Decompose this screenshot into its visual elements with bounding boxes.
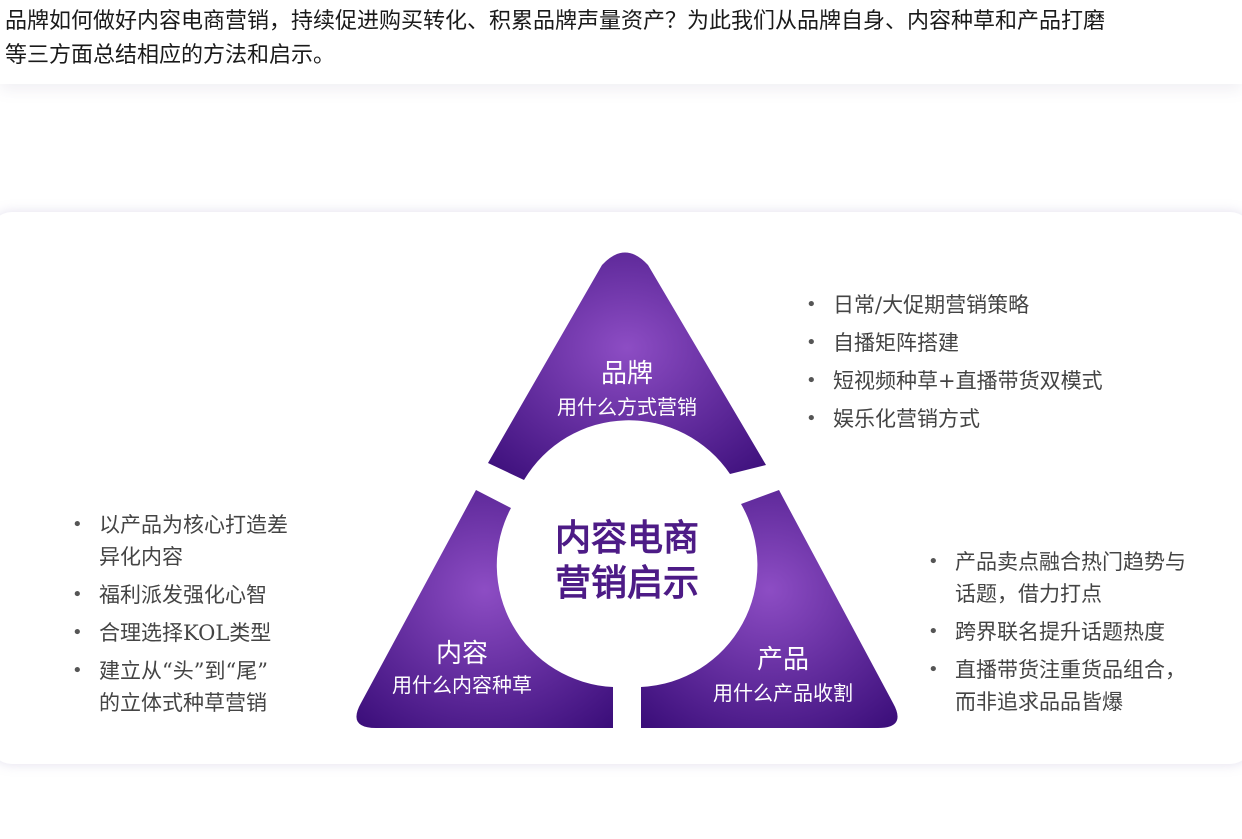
list-item-text: 短视频种草+直播带货双模式 bbox=[833, 369, 1103, 393]
content-subtitle: 用什么内容种草 bbox=[392, 673, 532, 697]
list-item-text: 自播矩阵搭建 bbox=[833, 331, 959, 355]
list-item-text: 日常/大促期营销策略 bbox=[833, 293, 1030, 317]
list-item: 合理选择KOL类型 bbox=[72, 617, 288, 649]
list-item-text: 而非追求品品皆爆 bbox=[955, 690, 1123, 714]
product-segment bbox=[641, 490, 898, 728]
center-title-line2: 营销启示 bbox=[555, 563, 699, 604]
list-item-text: 建立从“头”到“尾” bbox=[99, 659, 268, 683]
list-item: 直播带货注重货品组合， 而非追求品品皆爆 bbox=[928, 654, 1186, 718]
product-title: 产品 bbox=[757, 645, 809, 675]
product-subtitle: 用什么产品收割 bbox=[713, 681, 853, 705]
brand-subtitle: 用什么方式营销 bbox=[557, 395, 697, 419]
intro-line-1: 品牌如何做好内容电商营销，持续促进购买转化、积累品牌声量资产？为此我们从品牌自身… bbox=[5, 9, 1106, 34]
list-item-text: 话题，借力打点 bbox=[955, 582, 1102, 606]
list-item-text: 产品卖点融合热门趋势与 bbox=[955, 550, 1186, 574]
content-points-list: 以产品为核心打造差异化内容福利派发强化心智合理选择KOL类型建立从“头”到“尾”… bbox=[72, 509, 288, 725]
list-item-text: 福利派发强化心智 bbox=[99, 583, 267, 607]
list-item-text: 以产品为核心打造差 bbox=[99, 513, 288, 537]
list-item: 福利派发强化心智 bbox=[72, 579, 288, 611]
brand-segment bbox=[488, 252, 766, 480]
list-item: 跨界联名提升话题热度 bbox=[928, 616, 1186, 648]
intro-paragraph: 品牌如何做好内容电商营销，持续促进购买转化、积累品牌声量资产？为此我们从品牌自身… bbox=[0, 0, 1242, 84]
center-title-line1: 内容电商 bbox=[555, 518, 699, 559]
list-item-text: 娱乐化营销方式 bbox=[833, 407, 980, 431]
list-item-text: 合理选择KOL类型 bbox=[99, 621, 272, 645]
list-item-text: 跨界联名提升话题热度 bbox=[955, 620, 1165, 644]
list-item: 短视频种草+直播带货双模式 bbox=[806, 365, 1103, 397]
content-segment bbox=[356, 490, 613, 728]
brand-title: 品牌 bbox=[601, 359, 653, 389]
intro-line-2: 等三方面总结相应的方法和启示。 bbox=[5, 43, 336, 68]
brand-points-list: 日常/大促期营销策略自播矩阵搭建短视频种草+直播带货双模式娱乐化营销方式 bbox=[806, 289, 1103, 441]
list-item: 自播矩阵搭建 bbox=[806, 327, 1103, 359]
list-item-text: 直播带货注重货品组合， bbox=[955, 658, 1186, 682]
list-item: 娱乐化营销方式 bbox=[806, 403, 1103, 435]
content-title: 内容 bbox=[436, 639, 488, 669]
list-item-text: 的立体式种草营销 bbox=[99, 691, 267, 715]
list-item: 日常/大促期营销策略 bbox=[806, 289, 1103, 321]
center-circle bbox=[505, 441, 749, 685]
list-item: 建立从“头”到“尾” 的立体式种草营销 bbox=[72, 655, 288, 719]
list-item-text: 异化内容 bbox=[99, 545, 183, 569]
